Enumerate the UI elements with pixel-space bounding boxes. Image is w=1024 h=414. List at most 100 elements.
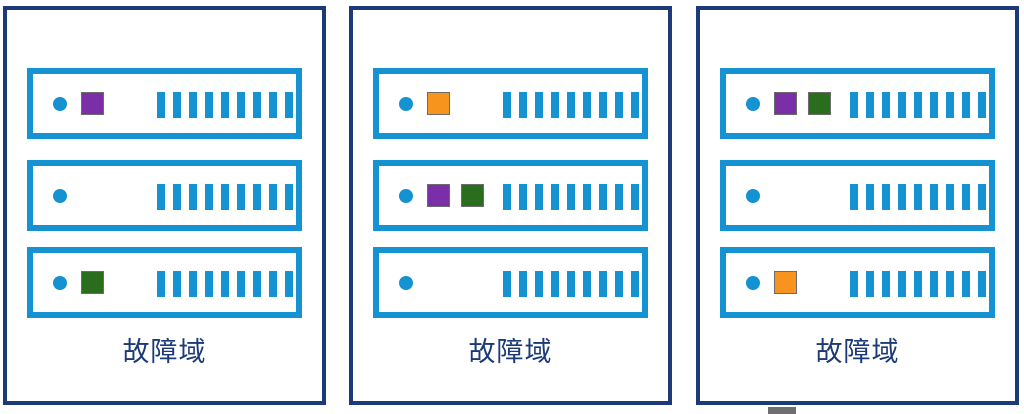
drive-bay-icon — [535, 184, 543, 210]
drive-bay-icon — [173, 92, 181, 118]
drive-bay-icon — [898, 184, 906, 210]
drive-bay-icon — [946, 92, 954, 118]
drive-bay-icon — [962, 92, 970, 118]
drive-bay-icon — [567, 271, 575, 297]
drive-bay-icon — [914, 271, 922, 297]
status-led-icon — [746, 189, 760, 203]
drive-bay-icon — [850, 184, 858, 210]
drive-bay-icon — [189, 92, 197, 118]
status-led-icon — [746, 276, 760, 290]
drive-bay-icon — [551, 271, 559, 297]
server-2-1 — [373, 68, 648, 139]
drive-bays — [850, 271, 986, 297]
drive-bay-icon — [221, 184, 229, 210]
drive-bays — [503, 92, 639, 118]
drive-bays — [850, 184, 986, 210]
drive-bay-icon — [615, 271, 623, 297]
drive-bay-icon — [519, 92, 527, 118]
status-led-icon — [53, 276, 67, 290]
server-2-3 — [373, 247, 648, 318]
drive-bay-icon — [205, 184, 213, 210]
drive-bay-icon — [237, 184, 245, 210]
drive-bay-icon — [583, 92, 591, 118]
drive-bay-icon — [519, 184, 527, 210]
drive-bay-icon — [930, 184, 938, 210]
drive-bay-icon — [882, 184, 890, 210]
purple-replica-block — [427, 184, 450, 207]
fault-domain-rack-2: 故障域 — [349, 6, 672, 405]
drive-bay-icon — [551, 92, 559, 118]
drive-bays — [503, 184, 639, 210]
drive-bay-icon — [631, 92, 639, 118]
drive-bay-icon — [914, 92, 922, 118]
status-led-icon — [399, 276, 413, 290]
drive-bay-icon — [157, 271, 165, 297]
drive-bay-icon — [205, 92, 213, 118]
drive-bay-icon — [157, 184, 165, 210]
drive-bay-icon — [850, 271, 858, 297]
status-led-icon — [53, 189, 67, 203]
drive-bay-icon — [866, 184, 874, 210]
green-replica-block — [461, 184, 484, 207]
server-1-1 — [27, 68, 302, 139]
drive-bay-icon — [583, 184, 591, 210]
drive-bays — [503, 271, 639, 297]
drive-bay-icon — [503, 184, 511, 210]
drive-bay-icon — [631, 271, 639, 297]
drive-bay-icon — [269, 92, 277, 118]
drive-bay-icon — [173, 184, 181, 210]
drive-bay-icon — [978, 184, 986, 210]
status-led-icon — [746, 97, 760, 111]
status-led-icon — [399, 189, 413, 203]
drive-bay-icon — [189, 271, 197, 297]
drive-bay-icon — [866, 271, 874, 297]
drive-bays — [157, 92, 293, 118]
drive-bay-icon — [253, 271, 261, 297]
drive-bay-icon — [269, 184, 277, 210]
status-led-icon — [53, 97, 67, 111]
drive-bay-icon — [221, 92, 229, 118]
drive-bay-icon — [253, 92, 261, 118]
server-2-2 — [373, 160, 648, 231]
drive-bay-icon — [898, 92, 906, 118]
drive-bay-icon — [551, 184, 559, 210]
fault-domain-label: 故障域 — [815, 337, 900, 368]
drive-bay-icon — [962, 271, 970, 297]
drive-bay-icon — [850, 92, 858, 118]
drive-bay-icon — [173, 271, 181, 297]
purple-replica-block — [774, 92, 797, 115]
server-3-1 — [720, 68, 995, 139]
server-1-2 — [27, 160, 302, 231]
drive-bay-icon — [930, 271, 938, 297]
drive-bay-icon — [503, 271, 511, 297]
server-1-3 — [27, 247, 302, 318]
server-3-3 — [720, 247, 995, 318]
drive-bay-icon — [599, 92, 607, 118]
drive-bay-icon — [237, 271, 245, 297]
drive-bay-icon — [615, 184, 623, 210]
green-replica-block — [81, 271, 104, 294]
drive-bay-icon — [946, 271, 954, 297]
drive-bay-icon — [535, 92, 543, 118]
drive-bay-icon — [519, 271, 527, 297]
drive-bays — [157, 271, 293, 297]
drive-bay-icon — [567, 92, 575, 118]
drive-bays — [157, 184, 293, 210]
drive-bay-icon — [237, 92, 245, 118]
fault-domain-rack-1: 故障域 — [3, 6, 326, 405]
drive-bay-icon — [882, 92, 890, 118]
server-3-2 — [720, 160, 995, 231]
drive-bay-icon — [205, 271, 213, 297]
drive-bay-icon — [930, 92, 938, 118]
drive-bay-icon — [535, 271, 543, 297]
drive-bay-icon — [631, 184, 639, 210]
orange-replica-block — [774, 271, 797, 294]
drive-bay-icon — [285, 184, 293, 210]
drive-bay-icon — [221, 271, 229, 297]
drive-bays — [850, 92, 986, 118]
drive-bay-icon — [567, 184, 575, 210]
drive-bay-icon — [599, 184, 607, 210]
drive-bay-icon — [599, 271, 607, 297]
fault-domain-rack-3: 故障域 — [696, 6, 1019, 405]
drive-bay-icon — [285, 92, 293, 118]
